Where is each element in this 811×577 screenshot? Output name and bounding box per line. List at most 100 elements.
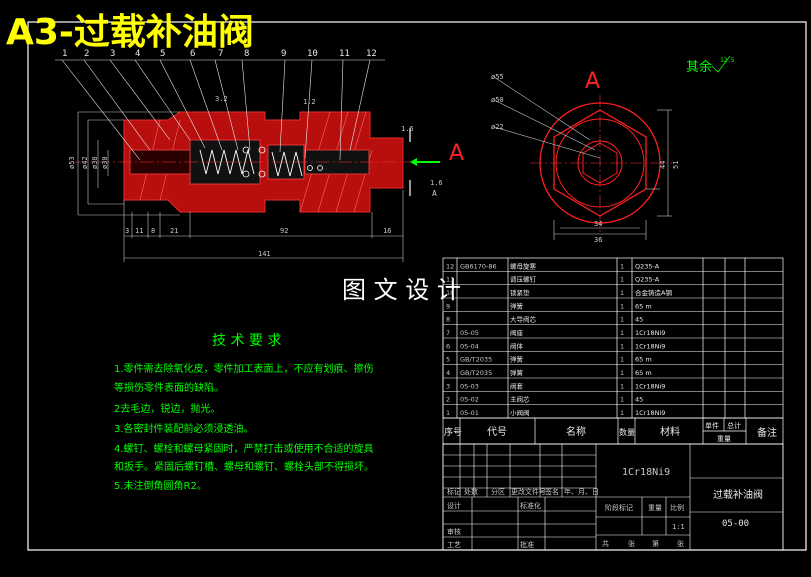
bom-cell-mat: 65 m	[635, 302, 652, 310]
roughness-mark-1: 1.6	[401, 125, 414, 133]
dim-overall: 141	[258, 250, 271, 258]
tb-drawing-name: 过载补油阀	[713, 488, 763, 501]
dim-b3: 8	[151, 227, 155, 235]
bom-cell-qty: 1	[620, 356, 624, 364]
bom-cell-qty: 1	[620, 289, 624, 297]
bom-cell-qty: 1	[620, 409, 624, 417]
dim-left-1: ø53	[68, 156, 76, 169]
part-no-10: 10	[307, 49, 318, 59]
bom-cell-name: 螺母旋塞	[510, 261, 537, 270]
bom-h-code: 代号	[487, 426, 507, 438]
bom-cell-code: GB/T2035	[460, 356, 492, 364]
bom-cell-qty: 1	[620, 329, 624, 337]
tb-label-change: 更改文件号	[511, 487, 546, 496]
bom-cell-name: 阀体	[510, 341, 524, 350]
bom-cell-code: 05-05	[460, 329, 479, 337]
part-no-8: 8	[244, 49, 249, 59]
dim-left-4: ø30	[101, 156, 109, 169]
title-block: 1Cr18Ni9 过载补油阀 05-00 1:1 标记 处数 分区 更改文件号 …	[442, 443, 784, 551]
bom-h-qty: 数量	[619, 427, 635, 437]
tb-label-design: 设计	[447, 501, 461, 510]
tb-label-date: 年、月、日	[564, 487, 599, 496]
bom-cell-qty: 1	[620, 316, 624, 324]
bom-cell-code: 05-02	[460, 396, 479, 404]
bom-cell-qty: 1	[620, 369, 624, 377]
bom-cell-mat: 1Cr18Ni9	[635, 409, 665, 417]
tb-label-approve: 批准	[520, 540, 534, 549]
tb-sheet-1: 共	[602, 539, 609, 548]
section-mark-side: A	[585, 69, 600, 94]
part-numbers: 1 2 3 4 5 6 7 8 9 10 11 12	[62, 49, 377, 59]
bom-cell-qty: 1	[620, 342, 624, 350]
svg-text:A: A	[432, 189, 437, 198]
part-no-7: 7	[218, 49, 223, 59]
bom-h-total: 总计	[727, 421, 741, 430]
bom-cell-no: 2	[446, 396, 450, 404]
bom-cell-name: 小阀阀	[510, 408, 530, 417]
bom-h-unit: 单件	[705, 421, 719, 430]
bom-cell-mat: 1Cr18Ni9	[635, 382, 665, 390]
bom-cell-name: 弹簧	[510, 368, 524, 377]
bom-cell-mat: 1Cr18Ni9	[635, 329, 665, 337]
part-no-3: 3	[110, 49, 115, 59]
dim-left-3: ø38	[91, 156, 99, 169]
tech-line-4: 3.各密封件装配前必须浸透油。	[114, 422, 254, 435]
bom-cell-code: 05-03	[460, 382, 479, 390]
bom-cell-code: GB6170-86	[460, 262, 497, 270]
bom-cell-qty: 1	[620, 302, 624, 310]
bom-cell-name: 弹簧	[510, 301, 524, 310]
drawing-border	[27, 21, 807, 551]
watermark: 图 文 设 计	[342, 276, 461, 304]
bom-cell-mat: 1Cr18Ni9	[635, 342, 665, 350]
bom-cell-code: 05-04	[460, 342, 479, 350]
dim-b1: 3	[125, 227, 129, 235]
bom-cell-mat: Q235-A	[635, 276, 660, 284]
dim-b2: 11	[135, 227, 143, 235]
tech-line-2: 等损伤零件表面的缺陷。	[114, 381, 224, 394]
svg-text:1.6: 1.6	[430, 179, 443, 187]
tb-label-review: 审核	[447, 527, 461, 536]
part-no-12: 12	[366, 49, 377, 59]
tb-label-process: 工艺	[447, 541, 461, 549]
bom-cell-qty: 1	[620, 382, 624, 390]
bom-cell-code: 05-01	[460, 409, 479, 417]
tb-weight-label: 重量	[648, 504, 662, 512]
part-no-6: 6	[190, 49, 195, 59]
bom-cell-mat: Q235-A	[635, 262, 660, 270]
tb-material: 1Cr18Ni9	[622, 467, 670, 478]
tech-title: 技 术 要 求	[212, 333, 281, 349]
bom-cell-no: 4	[446, 369, 450, 377]
tech-line-6: 和扳手。紧固后螺钉槽、螺母和螺钉、螺栓头部不得损坏。	[114, 460, 374, 473]
tb-sheet-4: 张	[677, 539, 684, 548]
part-no-5: 5	[160, 49, 165, 59]
bom-cell-name: 大导阀芯	[510, 315, 537, 324]
bom-cell-no: 3	[446, 382, 450, 390]
part-no-9: 9	[281, 49, 286, 59]
tech-line-1: 1.零件需去除氧化皮，零件加工表面上，不应有划痕、擦伤	[114, 362, 374, 375]
bom-cell-no: 11	[446, 276, 454, 284]
roughness-mark-3: 1.2	[303, 98, 316, 106]
side-dim-d2: ø50	[491, 96, 504, 104]
tb-scale-label: 比例	[670, 503, 684, 512]
tb-stage-label: 阶段标记	[605, 503, 633, 512]
part-leaders	[55, 59, 385, 161]
bom-h-weight: 重量	[717, 435, 731, 443]
bom-cell-mat: 45	[635, 396, 643, 404]
main-section-view: A A ø53 ø42 ø38 ø30 3	[68, 95, 464, 262]
bom-cell-no: 12	[446, 262, 454, 270]
tb-label-sign: 签名	[545, 487, 559, 496]
bom-cell-no: 5	[446, 356, 450, 364]
tech-line-7: 5.未注倒角圆角R2。	[114, 479, 207, 492]
part-no-4: 4	[135, 49, 140, 59]
tb-label-mark: 标记	[447, 487, 461, 496]
side-view-a: A ø55 ø50 ø22 44 51 34 36	[491, 69, 680, 244]
dim-b5: 92	[280, 227, 288, 235]
bom-cell-mat: 65 m	[635, 369, 652, 377]
bom-cell-qty: 1	[620, 396, 624, 404]
tech-line-5: 4.螺钉、螺栓和螺母紧固时，严禁打击或使用不合适的旋具	[114, 442, 374, 455]
bom-cell-qty: 1	[620, 276, 624, 284]
bom-cell-mat: 合金铸造A钢	[635, 288, 672, 297]
section-mark-main: A	[449, 141, 464, 166]
